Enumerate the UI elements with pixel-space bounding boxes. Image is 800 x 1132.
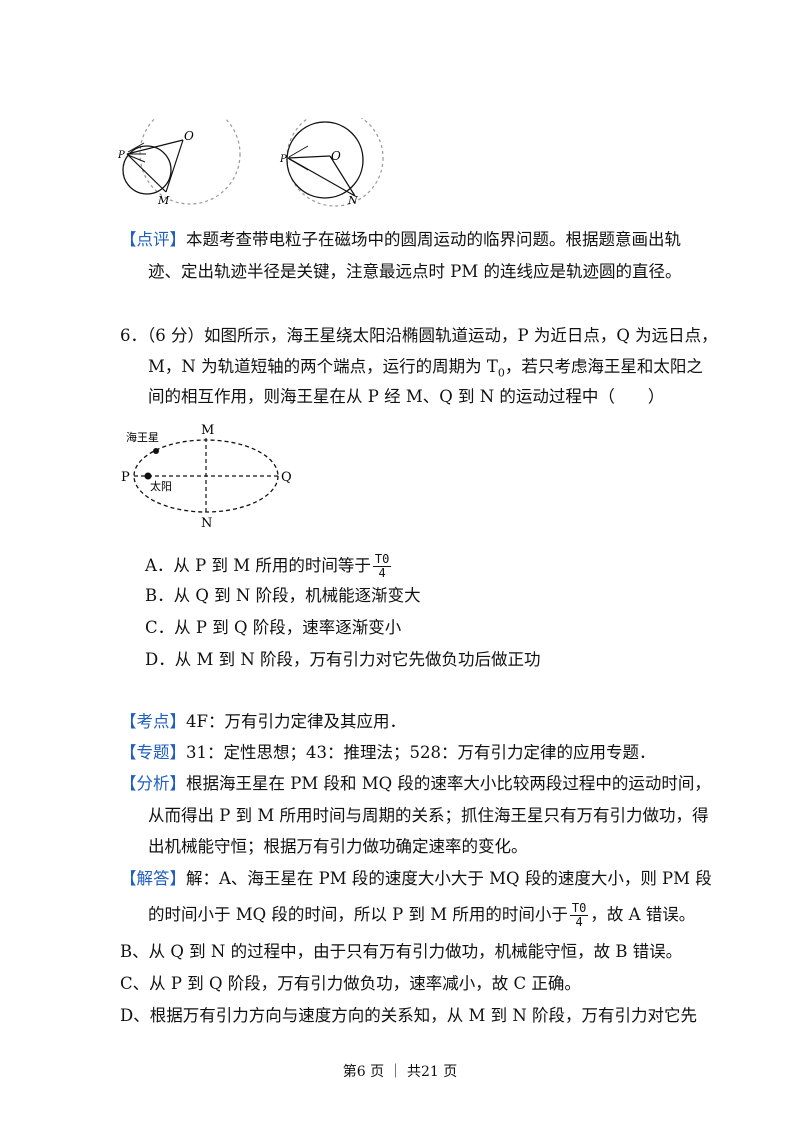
label-P: P <box>121 470 130 485</box>
sun-dot <box>144 472 152 480</box>
neptune-dot <box>153 448 159 454</box>
label-N: N <box>201 516 212 528</box>
option-B[interactable]: B．从 Q 到 N 阶段，机械能逐渐变大 <box>145 586 421 605</box>
review-line-2: 迹、定出轨迹半径是关键，注意最远点时 PM 的连线应是轨迹圆的直径。 <box>148 262 682 281</box>
zhuanti-line: 【专题】31：定性思想；43：推理法；528：万有引力定律的应用专题． <box>120 743 656 762</box>
option-C[interactable]: C．从 P 到 Q 阶段，速率逐渐变小 <box>145 618 402 637</box>
answer-C: C、从 P 到 Q 阶段，万有引力做负功，速率减小，故 C 正确。 <box>120 974 581 993</box>
jieda-line-1: 【解答】解：A、海王星在 PM 段的速度大小大于 MQ 段的速度大小，则 PM … <box>120 869 712 888</box>
page-footer: 第6 页 ｜ 共21 页 <box>342 1064 458 1080</box>
answer-B: B、从 Q 到 N 的过程中，由于只有万有引力做功，机械能守恒，故 B 错误。 <box>120 942 683 961</box>
question-line-1: 6．（6 分）如图所示，海王星绕太阳沿椭圆轨道运动，P 为近日点，Q 为远日点， <box>120 326 718 345</box>
label-Q: Q <box>281 470 292 485</box>
fenxi-line-2: 从而得出 P 到 M 所用时间与周期的关系；抓住海王星只有万有引力做功，得 <box>148 806 709 825</box>
label-neptune: 海王星 <box>126 430 159 444</box>
left-label-P: P <box>117 150 125 161</box>
answer-D: D、根据万有引力方向与速度方向的关系知，从 M 到 N 阶段，万有引力对它先 <box>120 1006 698 1025</box>
left-label-M: M <box>157 194 170 207</box>
right-label-N: N <box>347 194 358 207</box>
question-line-2: M，N 为轨道短轴的两个端点，运行的周期为 T0，若只考虑海王星和太阳之 <box>148 357 703 380</box>
kaodian-tag: 【考点】 <box>120 712 186 731</box>
jieda-tag: 【解答】 <box>120 869 186 888</box>
fenxi-line-1: 【分析】根据海王星在 PM 段和 MQ 段的速率大小比较两段过程中的运动时间， <box>120 774 711 793</box>
fenxi-line-3: 出机械能守恒；根据万有引力做功确定速率的变化。 <box>148 837 528 856</box>
ellipse-orbit-figure: 海王星 太阳 M N P Q <box>121 423 292 528</box>
zhuanti-tag: 【专题】 <box>120 743 186 762</box>
label-sun: 太阳 <box>150 480 172 493</box>
label-M: M <box>201 423 214 438</box>
circle-trajectory-figures: P O M P O N <box>117 118 384 207</box>
kaodian-line: 【考点】4F：万有引力定律及其应用． <box>120 712 406 731</box>
left-label-O: O <box>184 129 194 143</box>
right-label-O: O <box>331 149 341 163</box>
review-line-1: 【点评】本题考查带电粒子在磁场中的圆周运动的临界问题。根据题意画出轨 <box>120 230 681 249</box>
fenxi-tag: 【分析】 <box>120 774 186 793</box>
right-label-P: P <box>279 154 287 165</box>
question-line-3: 间的相互作用，则海王星在从 P 经 M、Q 到 N 的运动过程中（ ） <box>148 387 665 406</box>
option-D[interactable]: D．从 M 到 N 阶段，万有引力对它先做负功后做正功 <box>145 650 541 669</box>
review-tag: 【点评】 <box>120 230 186 249</box>
